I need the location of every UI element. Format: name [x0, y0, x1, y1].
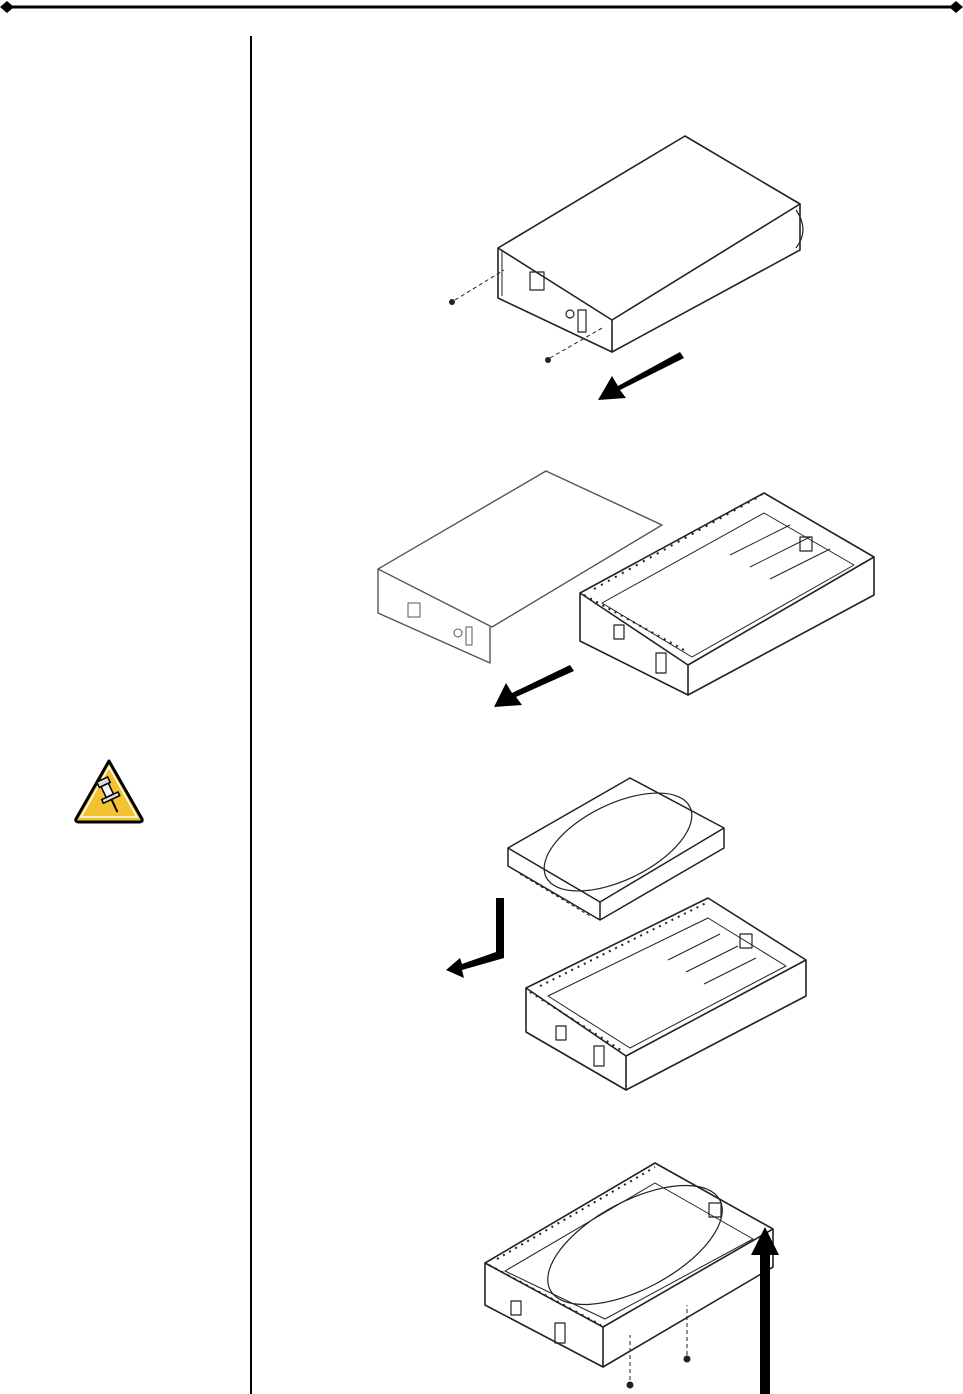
figure-step-1 — [440, 130, 820, 410]
enclosure-slide-out-tray-icon — [370, 465, 890, 720]
figure-step-4 — [465, 1155, 795, 1394]
fasten-drive-screws-icon — [465, 1155, 795, 1394]
pushpin-warning-icon — [73, 758, 145, 824]
enclosure-remove-screws-icon — [440, 130, 820, 410]
column-divider — [250, 36, 252, 1394]
figure-step-3 — [440, 770, 820, 1100]
insert-hard-drive-icon — [440, 770, 820, 1100]
header-rule — [0, 0, 963, 14]
figure-step-2 — [370, 465, 890, 720]
